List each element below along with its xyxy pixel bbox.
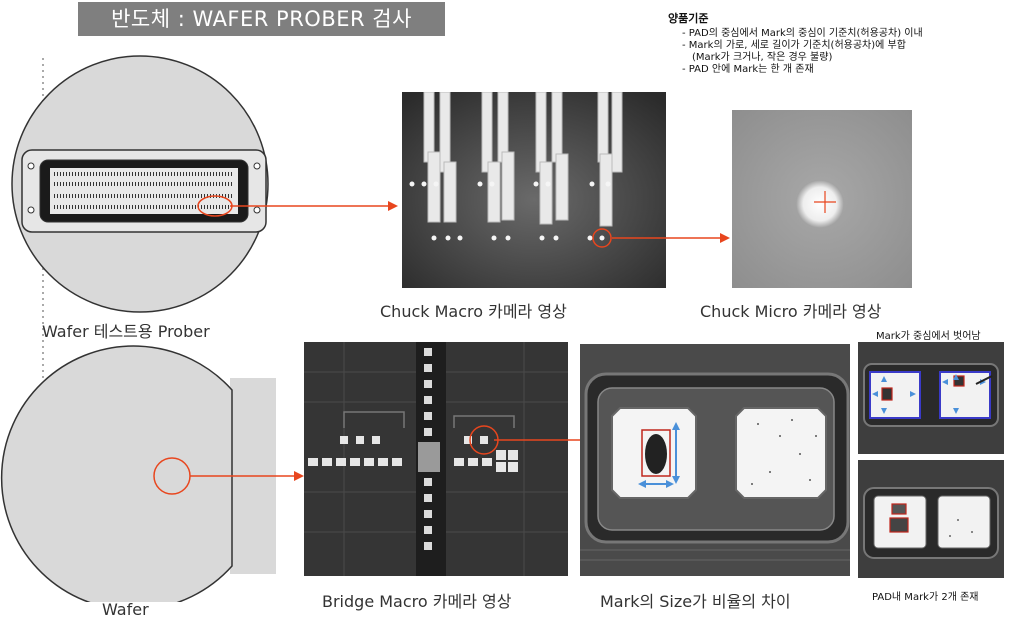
arrow-icon [230,201,398,211]
prober-illustration [11,55,269,313]
caption-bridge-macro: Bridge Macro 카메라 영상 [322,592,512,611]
caption-prober: Wafer 테스트용 Prober [42,322,210,341]
mark-size-image [580,344,850,576]
criteria-item: - Mark의 가로, 세로 길이가 기준치(허용공차)에 부합 [682,40,906,51]
caption-wafer: Wafer [102,600,149,619]
arrow-icon [190,471,304,481]
caption-chuck-micro: Chuck Micro 카메라 영상 [700,302,882,321]
arrow-icon [612,233,730,243]
chuck-macro-image [402,92,666,288]
two-marks-image [858,460,1004,578]
caption-two-marks: PAD내 Mark가 2개 존재 [872,592,979,603]
chuck-micro-image [732,110,912,288]
caption-chuck-macro: Chuck Macro 카메라 영상 [380,302,567,321]
bridge-macro-image [304,342,568,576]
page-title: 반도체 : WAFER PROBER 검사 [78,2,445,36]
mark-off-center-image [858,342,1004,454]
caption-mark-off-center: Mark가 중심에서 벗어남 [876,331,981,342]
criteria-item: - PAD의 중심에서 Mark의 중심이 기준치(허용공차) 이내 [682,28,923,39]
criteria-item: (Mark가 크거나, 작은 경우 불량) [692,52,833,63]
caption-mark-size: Mark의 Size가 비율의 차이 [600,592,791,611]
acceptance-criteria: 양품기준 - PAD의 중심에서 Mark의 중심이 기준치(허용공차) 이내 … [668,10,923,76]
criteria-item: - PAD 안에 Mark는 한 개 존재 [682,64,814,75]
criteria-heading: 양품기준 [668,12,709,25]
